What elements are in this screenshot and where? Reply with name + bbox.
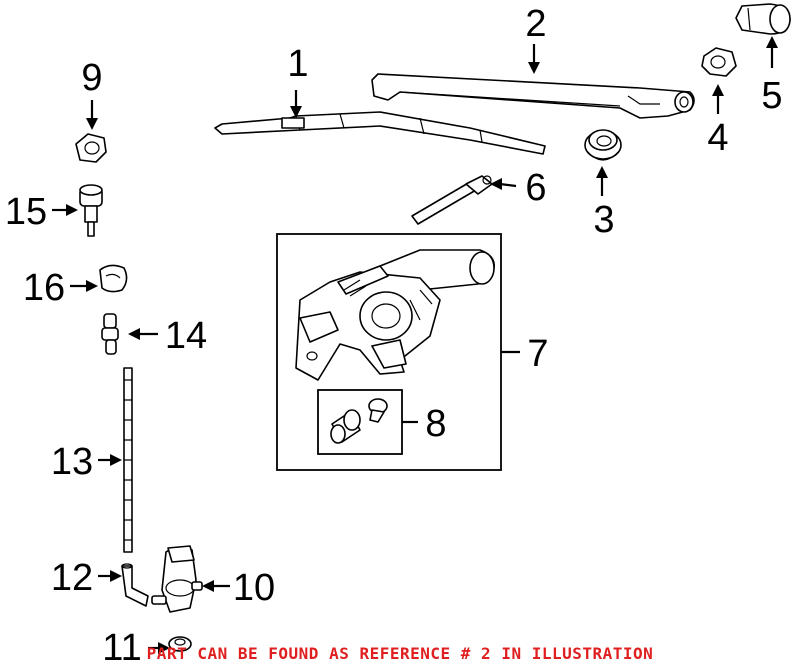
- pump-grommet: [168, 636, 192, 652]
- grommet: [584, 129, 622, 161]
- wiper-arm: [371, 73, 695, 119]
- callout-9: 9: [81, 57, 102, 99]
- callout-5: 5: [761, 75, 782, 117]
- washer-hose: [123, 367, 133, 553]
- callout-6: 6: [525, 167, 546, 209]
- callout-1: 1: [287, 43, 308, 85]
- arm-cover-cap: [735, 3, 791, 35]
- hose-connector: [101, 313, 119, 355]
- callout-7: 7: [527, 333, 548, 375]
- callout-8: 8: [425, 403, 446, 445]
- reference-note: PART CAN BE FOUND AS REFERENCE # 2 IN IL…: [146, 644, 654, 663]
- callout-2: 2: [525, 3, 546, 45]
- bushing-kit: [330, 398, 388, 444]
- callout-3: 3: [593, 199, 614, 241]
- washer-pump: [151, 545, 203, 613]
- callout-10: 10: [233, 567, 275, 609]
- wiper-motor: [295, 249, 496, 381]
- callout-14: 14: [165, 315, 207, 357]
- callout-13: 13: [51, 441, 93, 483]
- hose-elbow: [121, 563, 149, 607]
- callout-12: 12: [51, 557, 93, 599]
- wiper-blade: [214, 111, 546, 155]
- callout-numbers: 1 2 3 4 5 6 7 8 9 10 11 12 13 14 15 16: [5, 3, 783, 669]
- callout-16: 16: [23, 267, 65, 309]
- hose-clip: [99, 264, 128, 293]
- callout-11: 11: [102, 627, 141, 669]
- nut: [701, 47, 737, 77]
- washer-nozzle: [79, 184, 103, 237]
- leader-lines: [52, 36, 778, 654]
- jet-nut: [75, 133, 107, 163]
- pivot-pin: [411, 175, 493, 225]
- callout-4: 4: [707, 117, 728, 159]
- callout-15: 15: [5, 191, 47, 233]
